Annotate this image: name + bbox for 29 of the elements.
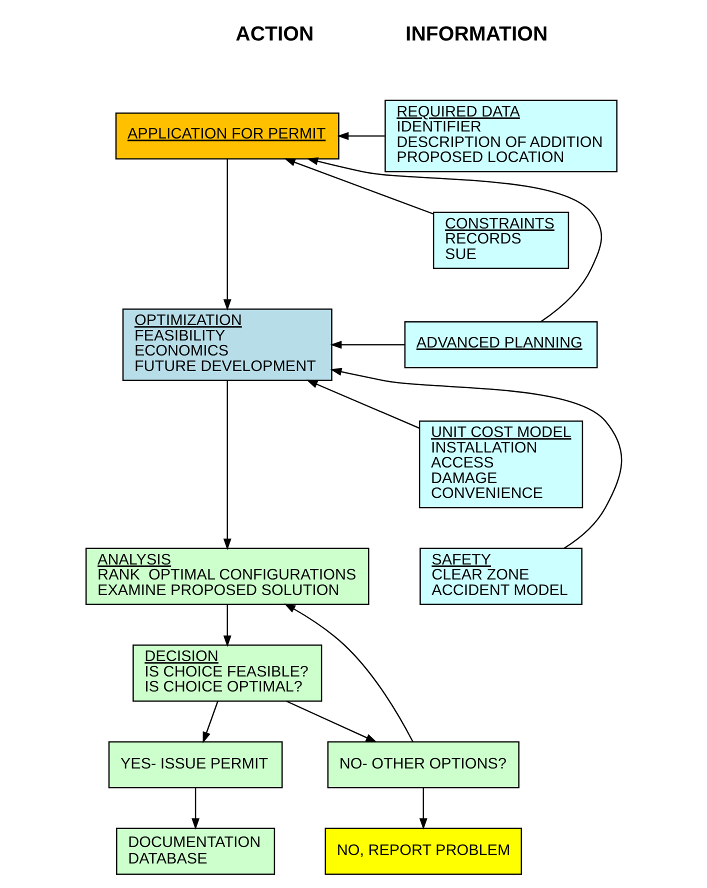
arrow	[285, 700, 377, 742]
arrow	[202, 700, 218, 744]
label: INFORMATION	[405, 23, 548, 46]
arrow	[306, 380, 420, 429]
arrow	[336, 132, 384, 140]
node-box: REQUIRED DATA IDENTIFIER DESCRIPTION OF ADDITION PROPOSED LOCATION	[384, 100, 617, 172]
arrow	[306, 157, 602, 322]
node-box: ANALYSIS RANK OPTIMAL CONFIGURATIONS EXAMINE PROPOSED SOLUTION	[84, 548, 369, 605]
node-box: ADVANCED PLANNING	[404, 321, 598, 368]
arrow	[283, 158, 433, 214]
node-box: DECISION IS CHOICE FEASIBLE? IS CHOICE OPTIMAL?	[132, 644, 322, 702]
node-box: NO, REPORT PROBLEM	[324, 828, 522, 875]
node-box: YES- ISSUE PERMIT	[108, 741, 282, 788]
node-box: UNIT COST MODEL INSTALLATION ACCESS DAMAGE CONVENIENCE	[418, 420, 583, 508]
arrow	[284, 603, 413, 742]
arrow	[330, 340, 404, 349]
arrow	[418, 788, 427, 830]
node-box: SAFETY CLEAR ZONE ACCIDENT MODEL	[419, 548, 582, 605]
arrow	[330, 368, 622, 549]
arrow	[222, 158, 231, 311]
node-box: OPTIMIZATION FEASIBILITY ECONOMICS FUTURE DEVELOPMENT	[122, 308, 332, 381]
node-box: APPLICATION FOR PERMIT	[114, 112, 339, 160]
arrow	[191, 788, 200, 830]
label: ACTION	[235, 23, 314, 46]
arrow	[222, 380, 231, 550]
arrow	[222, 604, 231, 647]
node-box: NO- OTHER OPTIONS?	[326, 741, 519, 788]
node-box: CONSTRAINTS RECORDS SUE	[432, 212, 569, 269]
node-box: DOCUMENTATION DATABASE	[116, 828, 275, 875]
